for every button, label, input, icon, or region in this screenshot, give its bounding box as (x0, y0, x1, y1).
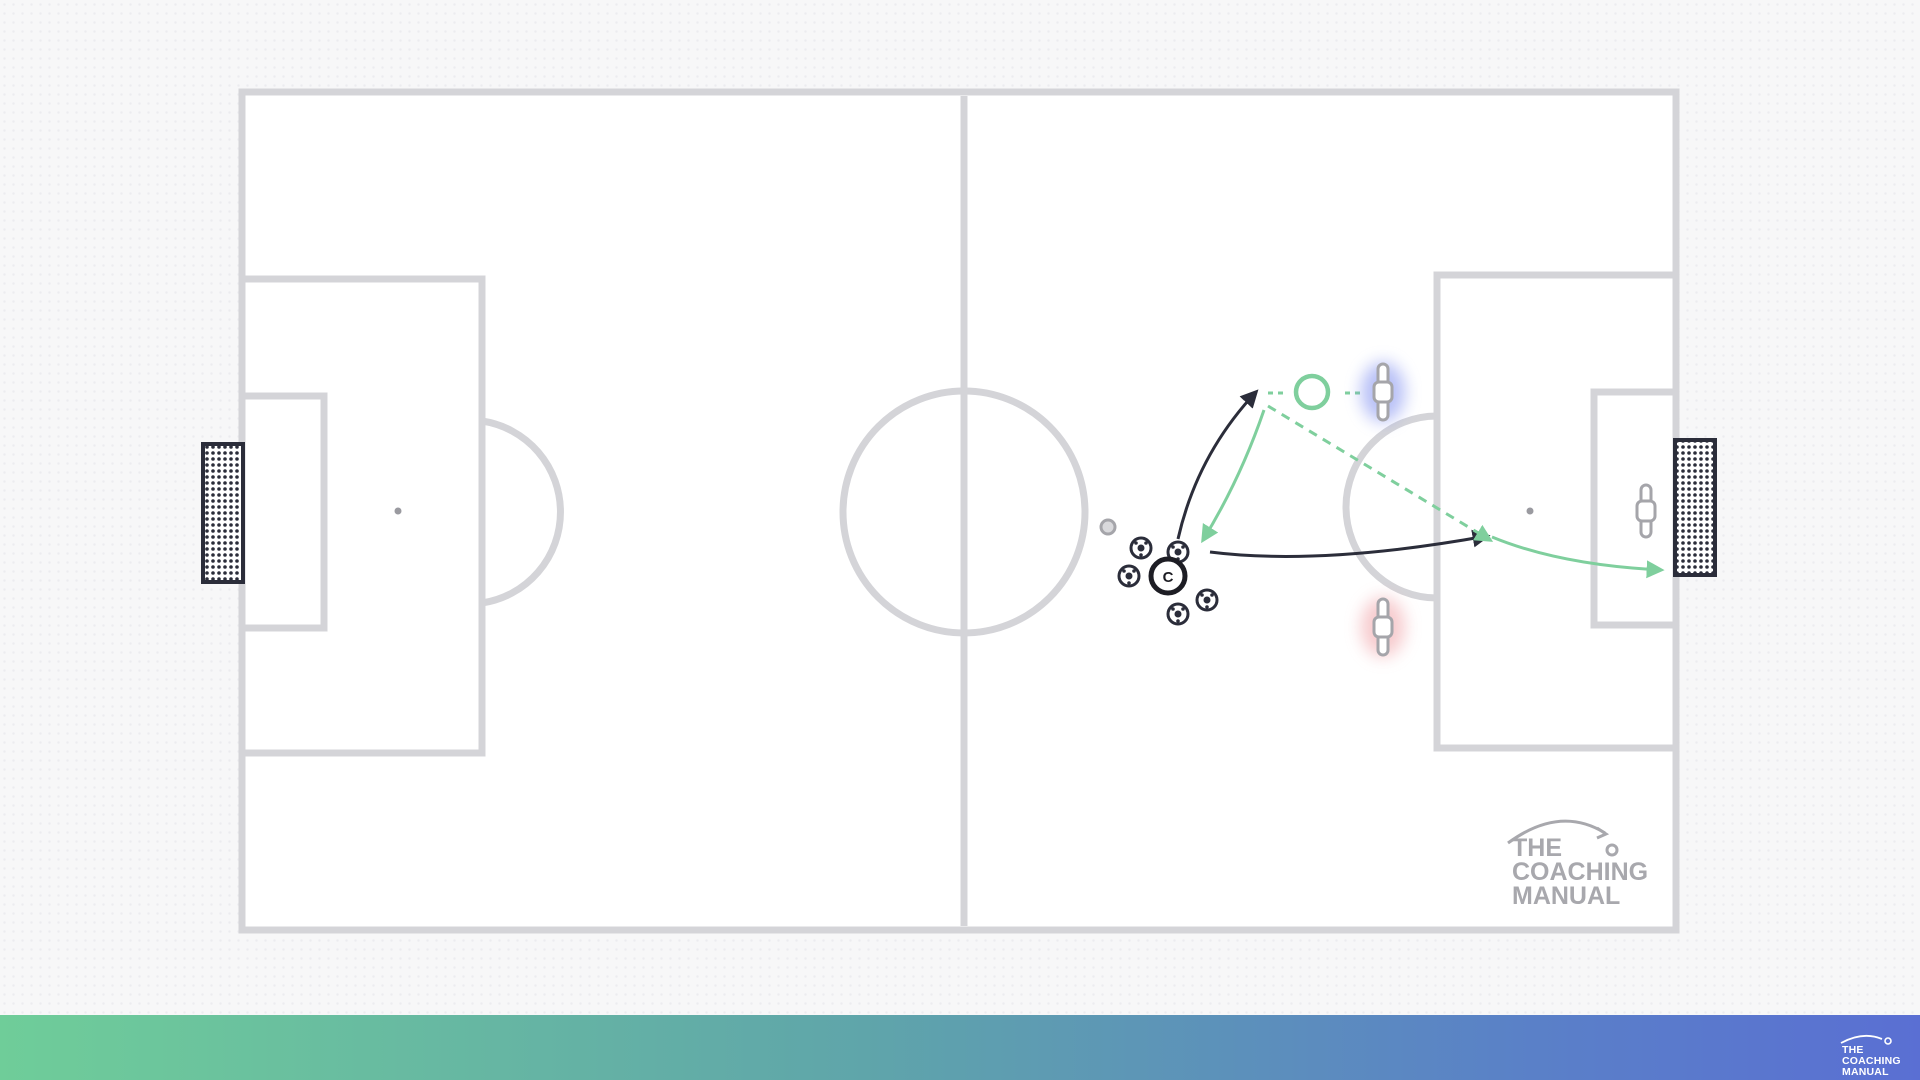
dark-arrow-run-up (1176, 389, 1259, 540)
left-goal (201, 442, 245, 584)
left-penalty-arc (481, 417, 564, 607)
pitch-outline (238, 88, 1680, 934)
bar-logo-arc-icon (1840, 1034, 1892, 1045)
left-penalty-spot (394, 507, 402, 515)
right-penalty-spot (1526, 507, 1534, 515)
mannequin-blue (1361, 362, 1405, 422)
grey-ball-marker (1099, 518, 1117, 536)
ball-icon (1195, 588, 1219, 612)
coach-with-balls: C (1117, 536, 1219, 626)
green-dashed-pass (1267, 404, 1494, 542)
soccer-drill-diagram: C THE COACHING MANUAL (201, 88, 1717, 934)
bar-logo: THE COACHING MANUAL (1838, 1034, 1908, 1078)
watermark-logo: THE COACHING MANUAL (1507, 819, 1648, 910)
ball-icon (1117, 564, 1141, 588)
green-arrow-shot (1491, 535, 1665, 579)
logo-arc-icon (1507, 819, 1606, 845)
bar-logo-line2: COACHING (1842, 1055, 1901, 1067)
watermark-line3: MANUAL (1512, 882, 1620, 910)
right-penalty-arc (1342, 412, 1438, 602)
bar-logo-line3: MANUAL (1842, 1066, 1889, 1078)
pitch (238, 88, 1680, 934)
green-arrow-layoff (1201, 409, 1266, 544)
ball-icon (1166, 602, 1190, 626)
mannequin-goalkeeper (1635, 483, 1657, 539)
watermark-line1: THE (1512, 834, 1562, 862)
bottom-gradient-bar: THE COACHING MANUAL (0, 1015, 1920, 1080)
coach-label: C (1163, 569, 1174, 586)
mannequin-red (1361, 597, 1405, 657)
watermark-line2: COACHING (1512, 858, 1648, 886)
ball-icon (1129, 536, 1153, 560)
green-player-marker (1293, 373, 1331, 411)
movement-arrows (1176, 389, 1665, 579)
right-goal (1673, 438, 1717, 577)
dark-arrow-run-right (1209, 529, 1491, 558)
bar-logo-line1: THE (1842, 1044, 1864, 1056)
coach-marker: C (1148, 556, 1188, 596)
center-circle (839, 387, 1089, 637)
